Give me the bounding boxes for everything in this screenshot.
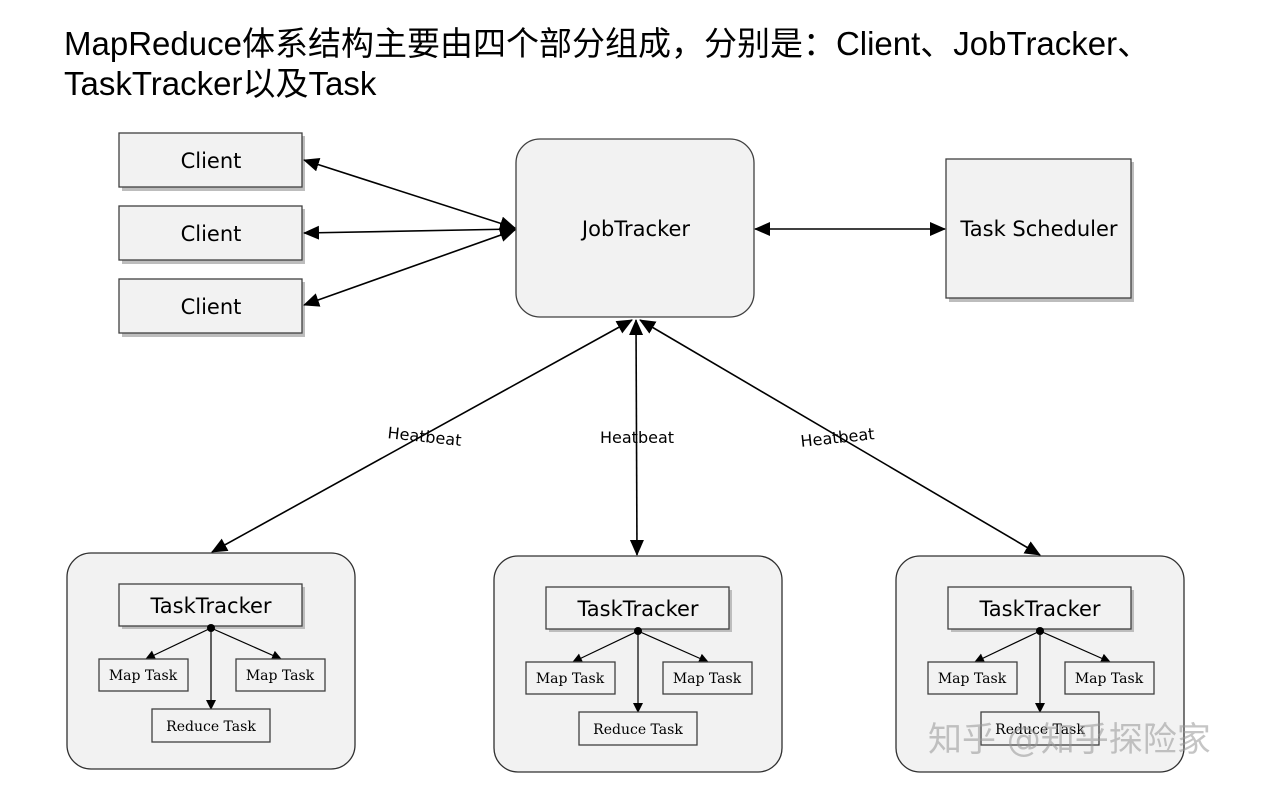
client-box-1: Client bbox=[118, 132, 305, 191]
map-task-label-2b: Map Task bbox=[673, 671, 742, 687]
map-task-label-1a: Map Task bbox=[109, 668, 178, 684]
map-task-label-3b: Map Task bbox=[1075, 671, 1144, 687]
reduce-task-label-1: Reduce Task bbox=[166, 719, 256, 735]
jobtracker-label: JobTracker bbox=[580, 217, 690, 241]
client-label-3: Client bbox=[181, 295, 242, 319]
tasktracker-group-1: TaskTracker Map Task Map Task Reduce Tas… bbox=[66, 552, 356, 770]
task-scheduler-box: Task Scheduler bbox=[945, 158, 1134, 302]
tasktracker-group-3: TaskTracker Map Task Map Task Reduce Tas… bbox=[895, 555, 1185, 773]
heartbeat-label-right: Heatbeat bbox=[800, 424, 876, 451]
client-box-2: Client bbox=[118, 205, 305, 264]
tasktracker-label-2: TaskTracker bbox=[576, 597, 698, 621]
reduce-task-label-3: Reduce Task bbox=[995, 722, 1085, 738]
client-3-jobtracker-arrow bbox=[303, 228, 516, 307]
tasktracker-label-1: TaskTracker bbox=[149, 594, 271, 618]
map-task-label-2a: Map Task bbox=[536, 671, 605, 687]
heartbeat-arrow-center bbox=[629, 319, 644, 556]
client-label-1: Client bbox=[181, 149, 242, 173]
tasktracker-label-3: TaskTracker bbox=[978, 597, 1100, 621]
heartbeat-label-left: Heatbeat bbox=[387, 423, 463, 450]
client-2-jobtracker-arrow bbox=[303, 222, 516, 240]
page-title: MapReduce体系结构主要由四个部分组成，分别是：Client、JobTra… bbox=[64, 25, 1151, 102]
map-task-label-3a: Map Task bbox=[938, 671, 1007, 687]
tasktracker-group-2: TaskTracker Map Task Map Task Reduce Tas… bbox=[493, 555, 783, 773]
client-1-jobtracker-arrow bbox=[303, 157, 516, 231]
client-box-3: Client bbox=[118, 278, 305, 337]
client-label-2: Client bbox=[181, 222, 242, 246]
heartbeat-arrow-right bbox=[639, 319, 1041, 556]
map-task-label-1b: Map Task bbox=[246, 668, 315, 684]
task-scheduler-label: Task Scheduler bbox=[959, 217, 1117, 241]
jobtracker-box: JobTracker bbox=[515, 138, 755, 318]
heartbeat-label-center: Heatbeat bbox=[600, 428, 674, 447]
watermark: 知乎 @知乎探险家 bbox=[928, 720, 1211, 760]
reduce-task-label-2: Reduce Task bbox=[593, 722, 683, 738]
heartbeat-arrow-left bbox=[211, 319, 633, 553]
